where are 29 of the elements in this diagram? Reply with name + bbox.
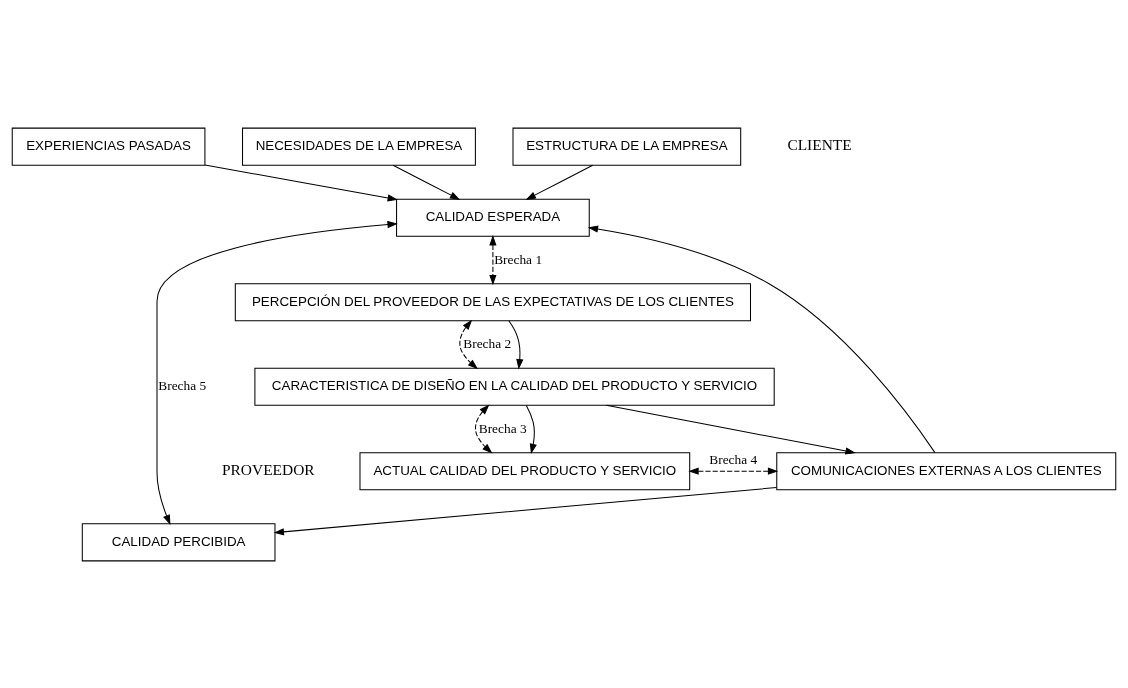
arrow xyxy=(489,234,497,285)
node-box: NECESIDADES DE LA EMPRESA xyxy=(242,127,476,166)
arrow xyxy=(204,164,398,201)
edge-label: Brecha 3 xyxy=(478,419,527,435)
arrow xyxy=(459,319,479,369)
node-box: ESTRUCTURA DE LA EMPRESA xyxy=(512,127,742,166)
node-box: EXPERIENCIAS PASADAS xyxy=(11,127,206,166)
node-box: CARACTERISTICA DE DISEÑO EN LA CALIDAD DEL PRODUCTO Y SERVICIO xyxy=(254,367,775,406)
node-box: PERCEPCIÓN DEL PROVEEDOR DE LAS EXPECTATIVAS DE LOS CLIENTES xyxy=(234,282,751,321)
arrow xyxy=(587,224,936,453)
label: CLIENTE xyxy=(787,135,852,153)
edge-label: Brecha 2 xyxy=(463,335,512,351)
node-box: ACTUAL CALIDAD DEL PRODUCTO Y SERVICIO xyxy=(359,451,691,490)
edge-label: Brecha 4 xyxy=(709,451,758,467)
edge-label: Brecha 1 xyxy=(494,251,543,267)
node-box: CALIDAD ESPERADA xyxy=(396,198,590,237)
arrow xyxy=(525,164,594,200)
arrow xyxy=(605,404,856,455)
arrow xyxy=(273,486,777,535)
arrow xyxy=(688,467,779,475)
node-box: COMUNICACIONES EXTERNAS A LOS CLIENTES xyxy=(776,451,1117,490)
arrow xyxy=(525,404,537,454)
arrow xyxy=(474,403,493,453)
node-box: CALIDAD PERCIBIDA xyxy=(81,522,276,561)
arrow xyxy=(392,164,461,200)
arrow xyxy=(508,319,524,369)
arrow xyxy=(156,220,398,525)
edge-label: Brecha 5 xyxy=(158,377,207,393)
label: PROVEEDOR xyxy=(221,460,315,478)
